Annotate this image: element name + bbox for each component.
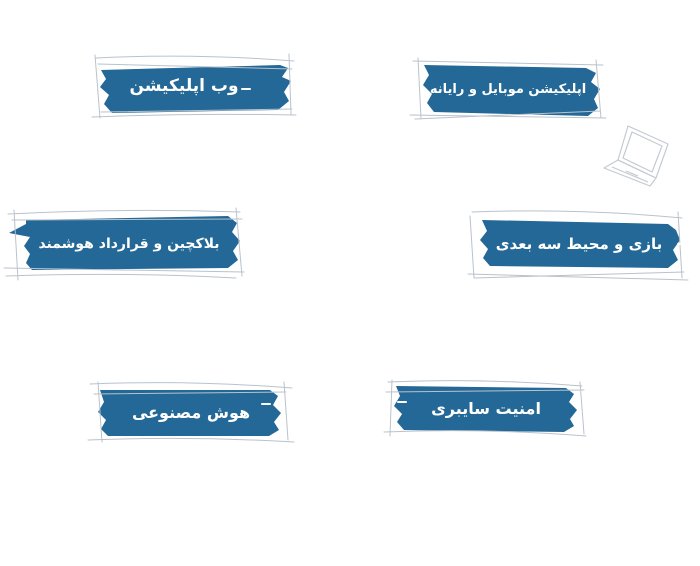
label-ai-text: هوش مصنوعی (131, 402, 251, 422)
label-security-text: امنیت سایبری (431, 398, 541, 418)
label-web-app-text: وب اپلیکیشن (129, 76, 239, 96)
laptop-icon (603, 125, 669, 187)
label-web-app[interactable]: وب اپلیکیشن (91, 52, 297, 120)
label-web-app-background (91, 53, 297, 119)
label-game-3d[interactable]: بازی و محیط سه بعدی (467, 206, 690, 282)
label-game-3d-text: بازی و محیط سه بعدی (495, 235, 663, 253)
label-blockchain[interactable]: بلاکچین و قرارداد هوشمند (3, 206, 245, 282)
label-ai[interactable]: هوش مصنوعی (86, 380, 296, 444)
label-mobile-app-text: اپلیکیشن موبایل و رایانه (429, 81, 587, 97)
label-mobile-app[interactable]: اپلیکیشن موبایل و رایانه (409, 56, 607, 122)
label-mobile-app-background (409, 57, 607, 120)
label-game-3d-background (467, 210, 689, 281)
label-security-background (383, 379, 587, 437)
label-blockchain-background (3, 207, 245, 281)
label-security[interactable]: امنیت سایبری (383, 378, 588, 438)
label-ai-background (87, 381, 295, 443)
label-blockchain-text: بلاکچین و قرارداد هوشمند (38, 236, 220, 252)
